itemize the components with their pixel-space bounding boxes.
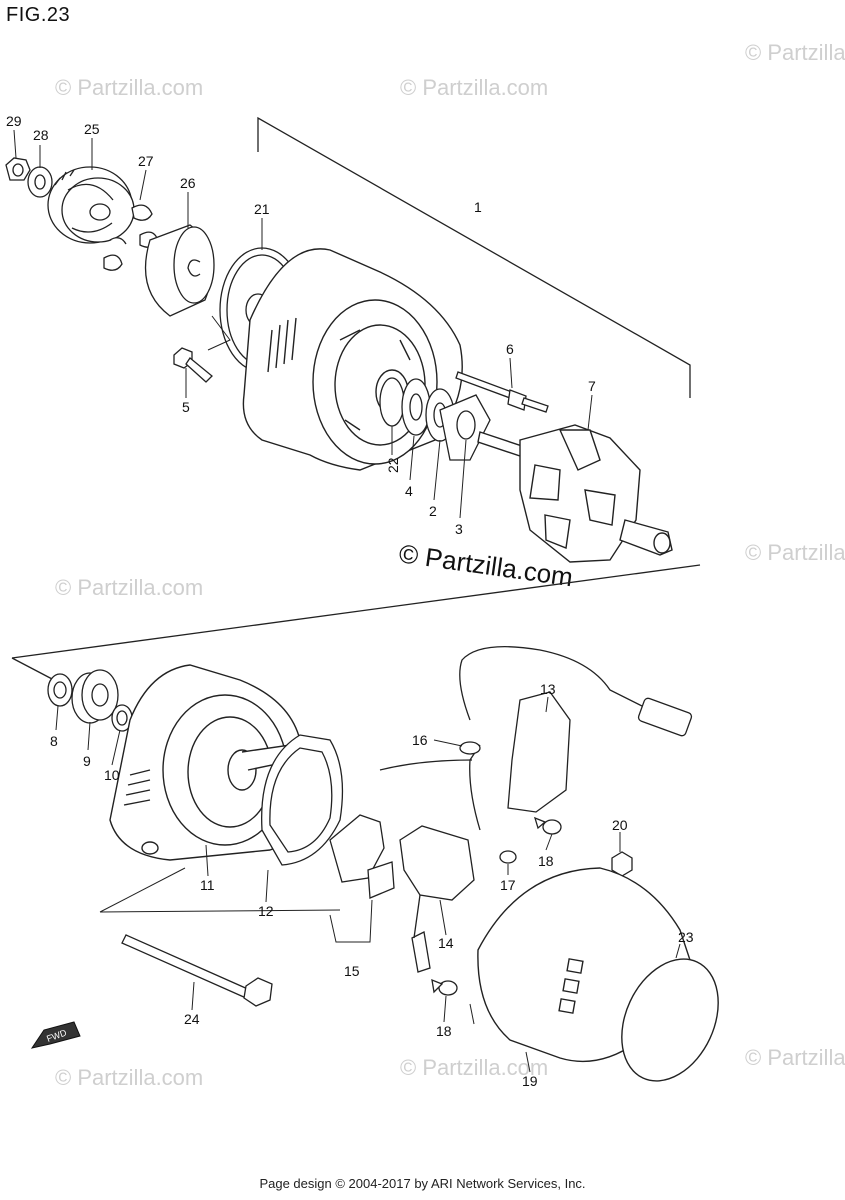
callout-29: 29	[6, 113, 22, 129]
part-7-rotor	[477, 424, 673, 563]
callout-19: 19	[522, 1073, 538, 1089]
callout-2: 2	[429, 503, 437, 519]
callout-8: 8	[50, 733, 58, 749]
part-26-cup	[144, 224, 215, 317]
part-16-sensor	[379, 646, 693, 831]
center-watermark: © Partzilla.com	[397, 538, 575, 592]
part-18-screw-upper	[533, 816, 562, 835]
callout-9: 9	[83, 753, 91, 769]
callout-6: 6	[506, 341, 514, 357]
watermark-text: © Partzilla.com	[55, 575, 203, 600]
callout-11: 11	[200, 877, 215, 893]
part-28-washer	[27, 166, 53, 198]
watermarks: © Partzilla.com © Partzilla.com © Partzi…	[55, 40, 845, 1090]
callout-21: 21	[254, 201, 270, 217]
watermark-text: © Partzilla.com	[55, 75, 203, 100]
callout-17: 17	[500, 877, 516, 893]
callout-27: 27	[138, 153, 154, 169]
part-17-screw	[499, 850, 517, 864]
callout-24: 24	[184, 1011, 200, 1027]
part-20-nut	[611, 851, 633, 877]
part-15-regulator	[329, 814, 395, 899]
callout-13: 13	[540, 681, 556, 697]
part-8-washer	[47, 673, 73, 707]
watermark-text: © Partzilla.com	[400, 75, 548, 100]
callout-5: 5	[182, 399, 190, 415]
watermark-text: © Partzilla.com	[55, 1065, 203, 1090]
assembly-bracket	[11, 116, 701, 681]
callout-7: 7	[588, 378, 596, 394]
part-5-bolt	[173, 347, 213, 383]
callout-28: 28	[33, 127, 49, 143]
part-14-brush-holder	[399, 825, 475, 973]
part-23-cap	[621, 958, 719, 1082]
watermark-text: © Partzilla.com	[745, 1045, 845, 1070]
callout-3: 3	[455, 521, 463, 537]
leader-lines	[13, 129, 681, 1073]
callout-14: 14	[438, 935, 454, 951]
part-12-plate	[261, 734, 344, 866]
callout-16: 16	[412, 732, 428, 748]
part-24-bolt	[121, 934, 273, 1007]
part-29-nut	[5, 157, 31, 181]
callout-10: 10	[104, 767, 120, 783]
callout-22: 22	[385, 457, 401, 473]
part-13-bracket	[507, 691, 571, 813]
watermark-text: © Partzilla.com	[745, 540, 845, 565]
part-9-bearing	[71, 669, 119, 724]
part-25-pulley	[47, 166, 135, 244]
callout-15: 15	[344, 963, 360, 979]
callout-25: 25	[84, 121, 100, 137]
page-footer: Page design © 2004-2017 by ARI Network S…	[259, 1176, 586, 1191]
watermark-text: © Partzilla.com	[400, 1055, 548, 1080]
callout-numbers: 29 28 25 27 26 21 1 5 6 7 22 4 2 3 8 9 1…	[6, 113, 694, 1089]
part-6-stud	[455, 371, 549, 413]
callout-18-lower: 18	[436, 1023, 452, 1039]
front-housing	[242, 248, 463, 471]
part-22-spacer	[379, 377, 405, 427]
callout-20: 20	[612, 817, 628, 833]
callout-4: 4	[405, 483, 413, 499]
callout-12: 12	[258, 903, 274, 919]
fwd-arrow: FWD	[30, 1021, 81, 1049]
callout-23: 23	[678, 929, 694, 945]
part-3-retainer	[439, 394, 491, 461]
figure-title: FIG.23	[6, 4, 71, 26]
part-10-bushing	[111, 704, 133, 732]
watermark-text: © Partzilla.com	[745, 40, 845, 65]
callout-26: 26	[180, 175, 196, 191]
callout-1: 1	[474, 199, 482, 215]
part-18-screw-lower	[431, 978, 458, 996]
part-4-bearing	[401, 378, 431, 436]
callout-18-upper: 18	[538, 853, 554, 869]
part-11-rear-housing	[109, 664, 306, 861]
